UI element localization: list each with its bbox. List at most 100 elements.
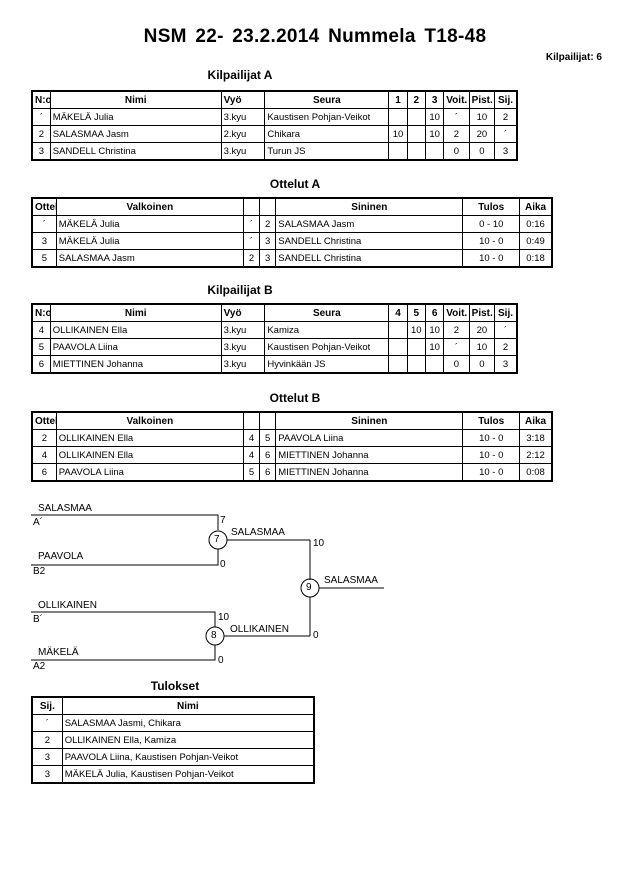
cell: 10 [424,338,445,356]
ottelut-a-table: Ottelu Valkoinen Sininen Tulos Aika ´ MÄ… [31,197,553,268]
cell: 5 [31,249,57,268]
page-title: NSM 22- 23.2.2014 Nummela T18-48 [143,26,487,47]
cell: 6 [259,463,277,482]
cell [424,142,445,161]
cell: 3 [259,232,277,250]
bracket-champion: SALASMAA [324,575,378,586]
cell: 6 [31,355,51,374]
table-row: 3 SANDELL Christina 3.kyu Turun JS 0 0 3 [31,142,518,161]
table-row: 3 MÄKELÄ Julia, Kaustisen Pohjan-Veikot [31,765,315,784]
cell: 0:16 [519,215,553,233]
bracket-m8-top-seed: B´ [33,614,43,625]
bracket-m8-top-name: OLLIKAINEN [38,600,97,611]
cell: SANDELL Christina [275,232,464,250]
bracket-m7-bottom-name: PAAVOLA [38,551,84,562]
table-row: 2 OLLIKAINEN Ella 4 5 PAAVOLA Liina 10 -… [31,429,553,447]
kilpailijat-b-table: N:o Nimi Vyö Seura 4 5 6 Voit. Pist. Sij… [31,303,518,374]
table-row: 5 PAAVOLA Liina 3.kyu Kaustisen Pohjan-V… [31,338,518,356]
cell: PAAVOLA Liina [49,338,222,356]
cell: ´ [494,321,518,339]
table-row: 5 SALASMAA Jasm 2 3 SANDELL Christina 10… [31,249,553,268]
bracket-m8-top-score: 10 [218,612,230,623]
bracket-m9-bottom-score: 0 [313,630,319,641]
table-row: 4 OLLIKAINEN Ella 4 6 MIETTINEN Johanna … [31,446,553,464]
cell: 2 [31,731,63,749]
table-header-row: Sij. Nimi [31,696,315,715]
cell: SALASMAA Jasm [49,125,222,143]
bracket-m8-bottom-name: MÄKELÄ [38,647,79,658]
bracket-m7-number: 7 [214,534,220,545]
cell: 3 [31,765,63,784]
col-header: N:o [31,90,51,109]
table-row: ´ SALASMAA Jasmi, Chikara [31,714,315,732]
table-row: 6 MIETTINEN Johanna 3.kyu Hyvinkään JS 0… [31,355,518,374]
table-row: 2 SALASMAA Jasm 2.kyu Chikara 10 10 2 20… [31,125,518,143]
cell: 3 [31,232,57,250]
tulokset-table: Sij. Nimi ´ SALASMAA Jasmi, Chikara 2 OL… [31,696,315,784]
bracket-m8-winner: OLLIKAINEN [230,624,289,635]
cell: 5 [31,338,51,356]
cell: SALASMAA Jasm [55,249,244,268]
bracket-m7-top-name: SALASMAA [38,503,92,514]
section-title-ottelut-a: Ottelut A [269,177,321,191]
cell: SANDELL Christina [49,142,222,161]
cell: ´ [31,714,63,732]
cell: 3.kyu [220,338,266,356]
cell: SALASMAA Jasmi, Chikara [61,714,315,732]
section-title-kilpailijat-b: Kilpailijat B [207,283,273,297]
cell: Chikara [264,125,390,143]
cell: 3.kyu [220,142,266,161]
competitor-count: Kilpailijat: 6 [545,52,602,63]
cell: Hyvinkään JS [264,355,390,374]
cell: 0 [468,142,496,161]
cell: 6 [259,446,277,464]
section-title-kilpailijat-a: Kilpailijat A [207,68,273,82]
cell: 3 [31,142,51,161]
kilpailijat-a-table: N:o Nimi Vyö Seura 1 2 3 Voit. Pist. Sij… [31,90,518,161]
table-row: ´ MÄKELÄ Julia 3.kyu Kaustisen Pohjan-Ve… [31,108,518,126]
table-row: 3 MÄKELÄ Julia ´ 3 SANDELL Christina 10 … [31,232,553,250]
table-row: 3 PAAVOLA Liina, Kaustisen Pohjan-Veikot [31,748,315,766]
bracket-m8-bottom-score: 0 [218,655,224,666]
bracket-m8-bottom-seed: A2 [33,661,46,672]
cell: 4 [31,446,57,464]
table-row: ´ MÄKELÄ Julia ´ 2 SALASMAA Jasm 0 - 10 … [31,215,553,233]
cell: SANDELL Christina [275,249,464,268]
cell: 3 [259,249,277,268]
cell: 0:08 [519,463,553,482]
bracket-m7-bottom-score: 0 [220,559,226,570]
table-row: 2 OLLIKAINEN Ella, Kamiza [31,731,315,749]
cell: 2:12 [519,446,553,464]
cell: Turun JS [264,142,390,161]
cell: 3 [494,142,518,161]
section-title-ottelut-b: Ottelut B [269,391,321,405]
bracket-m7-top-score: 7 [220,515,226,526]
cell: 2 [494,338,518,356]
cell: 10 [424,125,445,143]
cell: 0 [468,355,496,374]
cell: 3.kyu [220,355,266,374]
cell: MÄKELÄ Julia [55,232,244,250]
cell: MIETTINEN Johanna [49,355,222,374]
cell: 2 [31,125,51,143]
col-header: 3 [424,90,445,109]
cell: MÄKELÄ Julia, Kaustisen Pohjan-Veikot [61,765,315,784]
table-row: 6 PAAVOLA Liina 5 6 MIETTINEN Johanna 10… [31,463,553,482]
cell: MIETTINEN Johanna [275,446,464,464]
cell: 0:49 [519,232,553,250]
cell: 0:18 [519,249,553,268]
bracket-m7-winner: SALASMAA [231,527,285,538]
cell: PAAVOLA Liina, Kaustisen Pohjan-Veikot [61,748,315,766]
col-header: Sij. [31,696,63,715]
bracket-m9-number: 9 [306,582,312,593]
bracket-m9-top-score: 10 [313,538,325,549]
cell: MIETTINEN Johanna [275,463,464,482]
table-row: 4 OLLIKAINEN Ella 3.kyu Kamiza 10 10 2 2… [31,321,518,339]
section-title-tulokset: Tulokset [150,679,200,693]
cell: OLLIKAINEN Ella, Kamiza [61,731,315,749]
cell: ´ [494,125,518,143]
cell [424,355,445,374]
col-header: Nimi [61,696,315,715]
bracket-m7-top-seed: A´ [33,517,43,528]
